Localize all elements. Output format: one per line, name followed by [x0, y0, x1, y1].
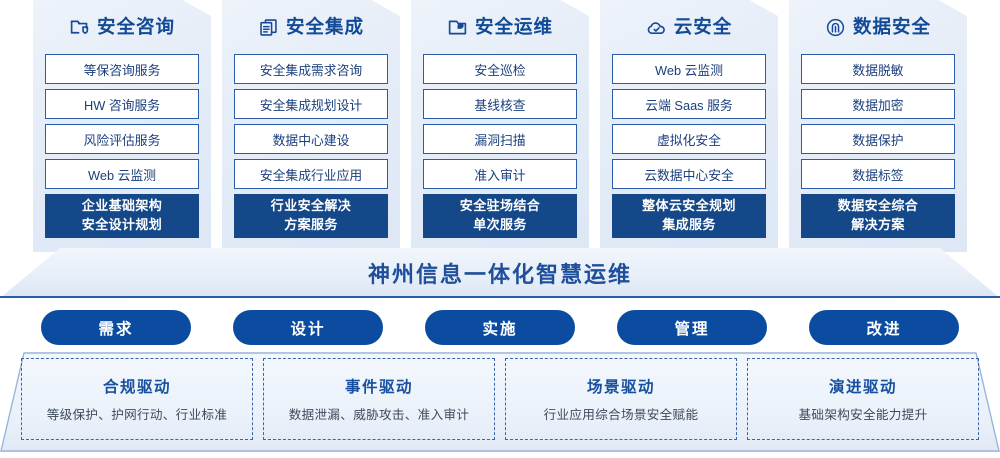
- pillar-summary[interactable]: 企业基础架构 安全设计规划: [45, 194, 199, 238]
- pillar-summary-line1: 整体云安全规划: [642, 198, 736, 214]
- pillar-title: 安全咨询: [96, 15, 175, 37]
- pillar-item[interactable]: 准入审计: [423, 159, 577, 189]
- driver-title: 事件驱动: [344, 379, 413, 396]
- pillar-summary-line2: 集成服务: [662, 217, 716, 232]
- phase-pill-implementation[interactable]: 实施: [425, 310, 575, 345]
- driver-box-scenario[interactable]: 场景驱动 行业应用综合场景安全赋能: [505, 358, 737, 440]
- pillar-item[interactable]: 等保咨询服务: [45, 54, 199, 84]
- pillar-column-cloud-security[interactable]: 云安全 Web 云监测 云端 Saas 服务 虚拟化安全 云数据中心安全 整体云…: [600, 0, 778, 252]
- driver-box-evolution[interactable]: 演进驱动 基础架构安全能力提升: [747, 358, 979, 440]
- pillar-summary-line2: 安全设计规划: [81, 217, 163, 232]
- driver-box-compliance[interactable]: 合规驱动 等级保护、护网行动、行业标准: [21, 358, 253, 440]
- pillar-columns: 安全咨询 等保咨询服务 HW 咨询服务 风险评估服务 Web 云监测 企业基础架…: [33, 0, 967, 252]
- phase-pill-requirement[interactable]: 需求: [41, 310, 191, 345]
- pillar-item[interactable]: 安全集成需求咨询: [234, 54, 388, 84]
- banner-underline: [0, 296, 1000, 298]
- pillar-item[interactable]: 数据脱敏: [801, 54, 955, 84]
- pillar-summary-line1: 数据安全综合: [837, 198, 919, 214]
- pillar-item[interactable]: 数据中心建设: [234, 124, 388, 154]
- pillar-item[interactable]: Web 云监测: [45, 159, 199, 189]
- pillar-summary-line1: 安全驻场结合: [459, 198, 541, 214]
- pillar-item[interactable]: HW 咨询服务: [45, 89, 199, 119]
- pillar-item[interactable]: 风险评估服务: [45, 124, 199, 154]
- pillar-column-security-operations[interactable]: 安全运维 安全巡检 基线核查 漏洞扫描 准入审计 安全驻场结合 单次服务: [411, 0, 589, 252]
- pillar-item[interactable]: Web 云监测: [612, 54, 766, 84]
- pillar-summary-line2: 单次服务: [473, 217, 527, 232]
- pillar-summary[interactable]: 数据安全综合 解决方案: [801, 194, 955, 238]
- pillar-item[interactable]: 数据保护: [801, 124, 955, 154]
- driver-box-incident[interactable]: 事件驱动 数据泄漏、威胁攻击、准入审计: [263, 358, 495, 440]
- pillar-title: 安全集成: [285, 15, 364, 37]
- pillar-summary-line2: 方案服务: [284, 217, 338, 232]
- driver-box-row: 合规驱动 等级保护、护网行动、行业标准 事件驱动 数据泄漏、威胁攻击、准入审计 …: [0, 358, 1000, 440]
- phase-pill-design[interactable]: 设计: [233, 310, 383, 345]
- pillar-item[interactable]: 虚拟化安全: [612, 124, 766, 154]
- pillar-summary[interactable]: 整体云安全规划 集成服务: [612, 194, 766, 238]
- pillar-item[interactable]: 云端 Saas 服务: [612, 89, 766, 119]
- pillar-title: 数据安全: [852, 15, 931, 37]
- pillar-item[interactable]: 数据加密: [801, 89, 955, 119]
- fingerprint-icon: [825, 17, 846, 38]
- pillar-title: 安全运维: [474, 15, 553, 37]
- driver-title: 合规驱动: [102, 379, 171, 396]
- pillar-column-security-integration[interactable]: 安全集成 安全集成需求咨询 安全集成规划设计 数据中心建设 安全集成行业应用 行…: [222, 0, 400, 252]
- pillar-summary-line1: 行业安全解决: [270, 198, 352, 214]
- phase-pill-row: 需求 设计 实施 管理 改进: [0, 310, 1000, 346]
- pillar-item[interactable]: 安全巡检: [423, 54, 577, 84]
- cloud-check-icon: [646, 17, 667, 38]
- pillar-column-security-consulting[interactable]: 安全咨询 等保咨询服务 HW 咨询服务 风险评估服务 Web 云监测 企业基础架…: [33, 0, 211, 252]
- driver-subtitle: 数据泄漏、威胁攻击、准入审计: [288, 408, 470, 422]
- pillar-header: 安全集成: [234, 6, 388, 48]
- driver-subtitle: 行业应用综合场景安全赋能: [543, 408, 699, 422]
- pillar-item[interactable]: 数据标签: [801, 159, 955, 189]
- pillar-summary-line2: 解决方案: [851, 217, 905, 232]
- driver-title: 演进驱动: [828, 379, 897, 396]
- phase-pill-management[interactable]: 管理: [617, 310, 767, 345]
- pillar-header: 云安全: [612, 6, 766, 48]
- pillar-title: 云安全: [673, 15, 733, 37]
- pillar-item[interactable]: 安全集成行业应用: [234, 159, 388, 189]
- monitor-chart-icon: [447, 17, 468, 38]
- pillar-item[interactable]: 漏洞扫描: [423, 124, 577, 154]
- document-shield-icon: [69, 17, 90, 38]
- platform-banner: 神州信息一体化智慧运维: [0, 248, 1000, 298]
- pillar-item[interactable]: 基线核查: [423, 89, 577, 119]
- pillar-header: 安全咨询: [45, 6, 199, 48]
- pillar-summary[interactable]: 行业安全解决 方案服务: [234, 194, 388, 238]
- driver-title: 场景驱动: [586, 379, 655, 396]
- stacked-documents-icon: [258, 17, 279, 38]
- phase-pill-improvement[interactable]: 改进: [809, 310, 959, 345]
- pillar-header: 数据安全: [801, 6, 955, 48]
- platform-banner-title: 神州信息一体化智慧运维: [367, 262, 632, 287]
- pillar-summary-line1: 企业基础架构: [81, 198, 163, 214]
- driver-subtitle: 等级保护、护网行动、行业标准: [46, 408, 228, 422]
- pillar-item[interactable]: 云数据中心安全: [612, 159, 766, 189]
- pillar-summary[interactable]: 安全驻场结合 单次服务: [423, 194, 577, 238]
- pillar-header: 安全运维: [423, 6, 577, 48]
- pillar-item[interactable]: 安全集成规划设计: [234, 89, 388, 119]
- pillar-column-data-security[interactable]: 数据安全 数据脱敏 数据加密 数据保护 数据标签 数据安全综合 解决方案: [789, 0, 967, 252]
- driver-subtitle: 基础架构安全能力提升: [798, 408, 928, 422]
